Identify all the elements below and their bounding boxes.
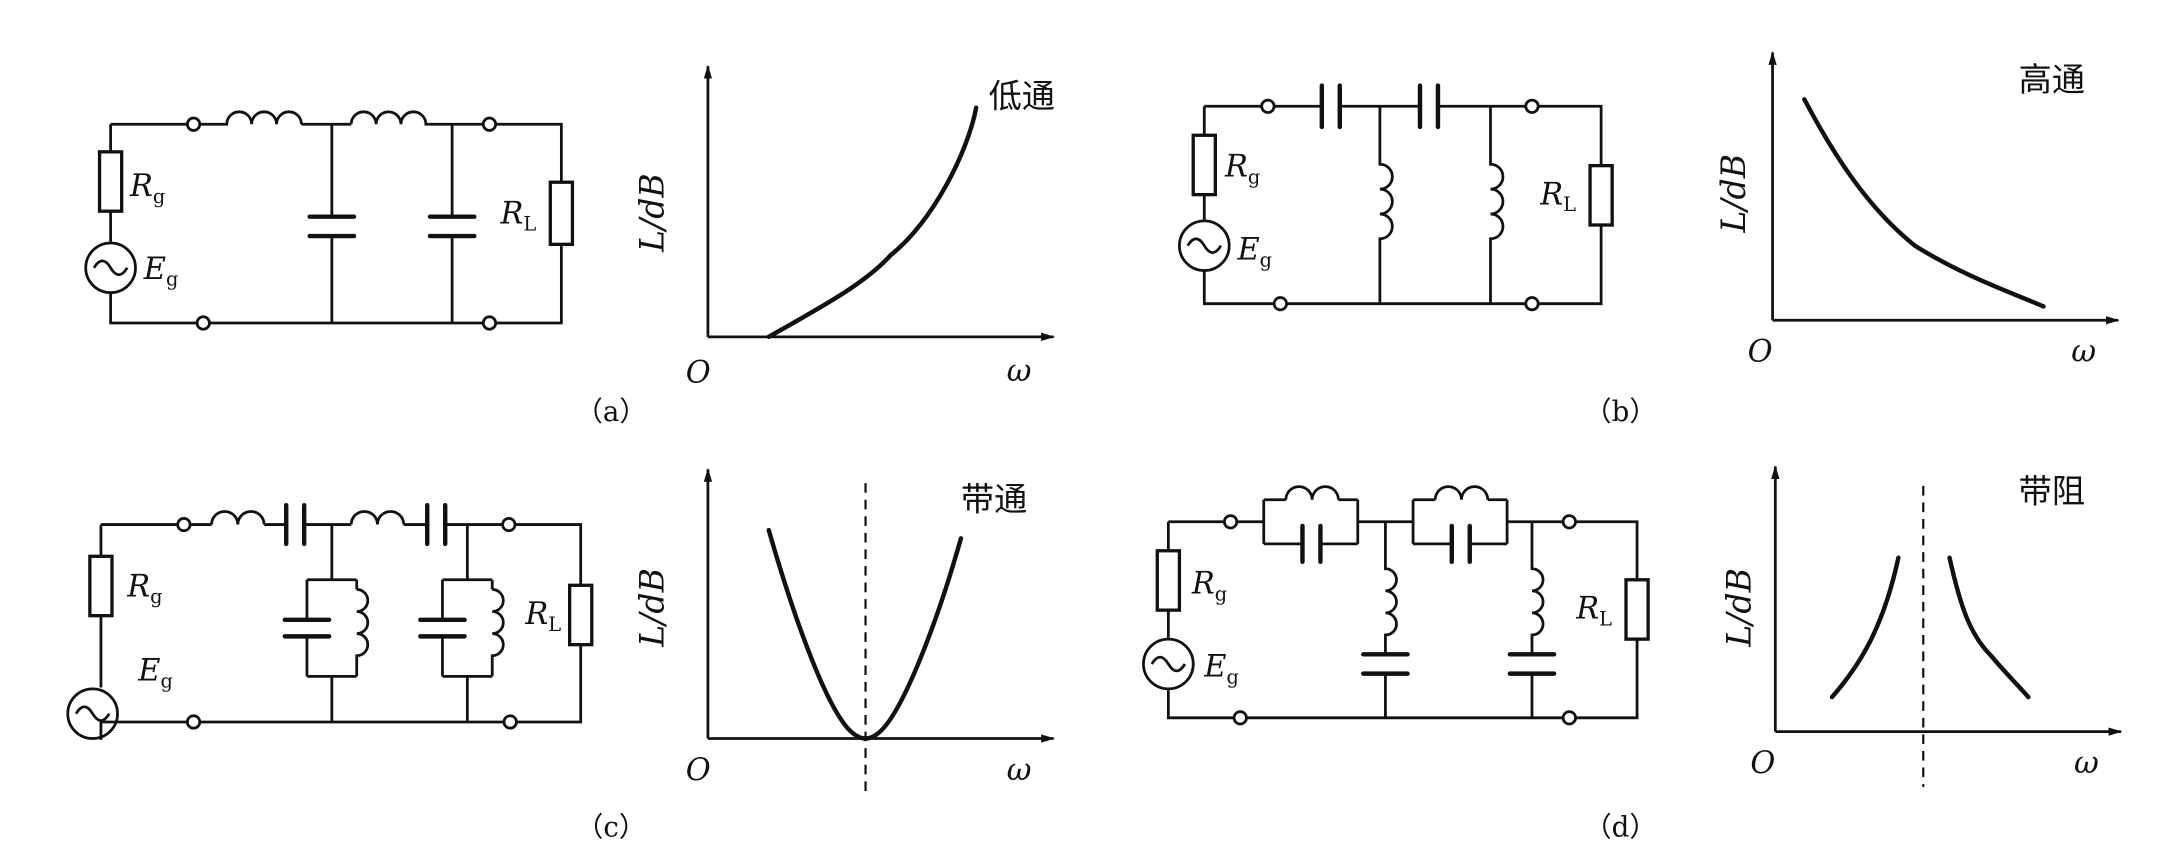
plot-d: L/dB O ω 带阻 <box>1719 465 2123 787</box>
x-axis-label: ω <box>1007 354 1032 389</box>
terminal <box>185 116 202 132</box>
label-rl: RL <box>1575 591 1612 630</box>
resistor-rg-b <box>1191 133 1218 197</box>
resistor-rg-c <box>88 554 114 618</box>
panel-c: Rg Eg RL L/dB O ω 带通 （c） <box>66 467 1055 844</box>
caption-c: （c） <box>576 811 647 844</box>
caption-a: （a） <box>575 395 647 428</box>
terminal <box>1232 710 1248 726</box>
label-eg: Eg <box>137 654 173 693</box>
circuit-b: Rg Eg RL <box>1178 83 1614 312</box>
terminal <box>1272 296 1288 312</box>
terminal <box>481 315 498 331</box>
capacitor-c1 <box>283 503 307 547</box>
plot-c: L/dB O ω 带通 <box>633 467 1055 793</box>
resistor-rg-a <box>97 150 124 213</box>
plot-a: L/dB O ω 低通 <box>633 64 1055 390</box>
terminal <box>1561 514 1577 530</box>
capacitor-b2 <box>1417 83 1441 130</box>
caption-b: （b） <box>1584 395 1657 428</box>
response-curve-d-left <box>1829 555 1901 700</box>
lc-parallel-d2 <box>1411 485 1509 565</box>
y-axis-label: L/dB <box>1714 154 1753 234</box>
capacitor-c2 <box>425 503 448 547</box>
source-eg-c <box>66 687 119 740</box>
source-eg-a <box>84 241 137 295</box>
label-rl: RL <box>524 597 561 636</box>
label-rg: Rg <box>1191 567 1227 606</box>
inductor-c2 <box>349 510 406 525</box>
origin-label: O <box>686 355 711 390</box>
label-rl: RL <box>500 197 537 236</box>
terminal <box>501 516 517 533</box>
label-rg: Rg <box>126 569 162 608</box>
lc-parallel-d1 <box>1262 485 1360 565</box>
terminal <box>185 714 202 730</box>
x-axis-label: ω <box>1007 753 1032 788</box>
terminal <box>481 116 498 132</box>
label-rg: Rg <box>1224 150 1260 189</box>
response-curve-d-right <box>1947 555 2031 700</box>
lc-tank-c2 <box>418 524 505 722</box>
panel-a: Rg Eg RL L/dB O ω 低通 （a） <box>84 64 1055 428</box>
y-axis-label: L/dB <box>633 173 672 253</box>
inductor-c1 <box>210 510 266 525</box>
filter-type-c: 带通 <box>961 480 1027 519</box>
circuit-c: Rg Eg RL <box>66 503 594 740</box>
source-eg-b <box>1178 219 1231 272</box>
origin-label: O <box>1748 335 1773 370</box>
panel-b: Rg Eg RL L/dB O ω 高通 （b） <box>1178 51 2120 428</box>
terminal <box>1524 98 1540 114</box>
resistor-rl-a <box>548 180 575 246</box>
source-eg-d <box>1142 637 1195 691</box>
inductor-b2 <box>1489 106 1505 304</box>
label-eg: Eg <box>1236 233 1272 272</box>
inductor-a1 <box>223 110 303 126</box>
resistor-rl-b <box>1588 163 1614 227</box>
terminal <box>1524 296 1540 312</box>
y-axis-label: L/dB <box>1719 568 1758 648</box>
terminal <box>195 315 211 331</box>
caption-d: （d） <box>1584 811 1657 844</box>
terminal <box>176 516 192 533</box>
filter-type-d: 带阻 <box>2019 471 2085 510</box>
x-axis-label: ω <box>2074 746 2099 781</box>
label-eg: Eg <box>143 252 179 291</box>
resistor-rl-d <box>1624 578 1650 641</box>
resistor-rl-c <box>567 583 594 647</box>
filter-type-b: 高通 <box>2019 60 2085 99</box>
label-rg: Rg <box>129 169 165 208</box>
resistor-rg-d <box>1155 549 1182 612</box>
label-rl: RL <box>1539 177 1576 216</box>
capacitor-b1 <box>1319 83 1343 130</box>
y-axis-label: L/dB <box>633 568 672 648</box>
lc-series-d1 <box>1361 521 1410 718</box>
terminal <box>1260 98 1276 114</box>
lc-tank-c1 <box>282 524 370 722</box>
response-curve-b <box>1802 97 2046 309</box>
terminal <box>1561 710 1577 726</box>
label-eg: Eg <box>1203 649 1239 688</box>
origin-label: O <box>686 753 711 788</box>
plot-b: L/dB O ω 高通 <box>1714 51 2120 370</box>
lc-series-d2 <box>1507 521 1557 718</box>
inductor-a2 <box>349 110 429 126</box>
response-curve-a <box>766 105 979 340</box>
capacitor-a2 <box>427 124 477 324</box>
inductor-b1 <box>1378 106 1394 304</box>
panel-d: Rg Eg RL L/dB O ω 带阻 （d） <box>1142 465 2123 844</box>
filter-type-a: 低通 <box>989 77 1055 116</box>
circuit-d: Rg Eg RL <box>1142 485 1650 726</box>
terminal <box>1222 514 1239 530</box>
capacitor-a1 <box>307 124 357 324</box>
circuit-a: Rg Eg RL <box>84 110 575 331</box>
response-curve-c <box>766 527 964 741</box>
x-axis-label: ω <box>2071 335 2096 370</box>
origin-label: O <box>1750 746 1775 781</box>
terminal <box>502 714 518 730</box>
